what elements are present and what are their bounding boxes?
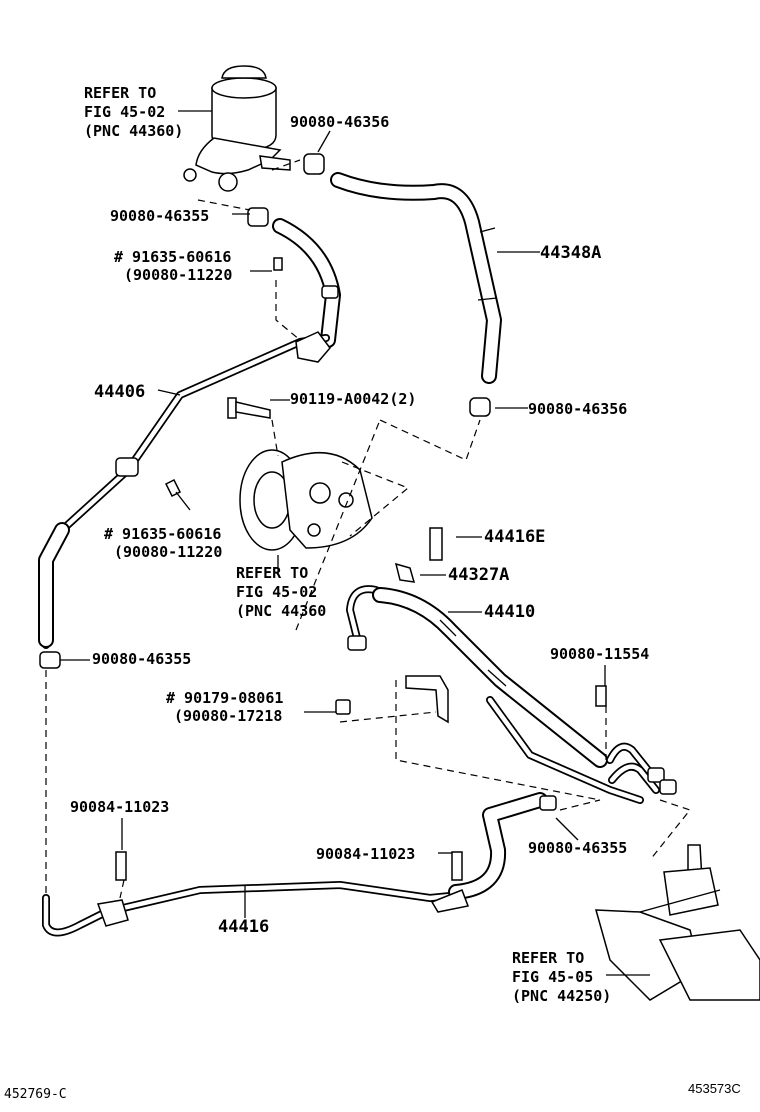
part-label-90084-11023-left: 90084-11023 [70, 798, 169, 816]
footer-diagram-id: 452769-C [4, 1087, 67, 1102]
leader-lines [45, 110, 692, 976]
part-label-90080-46355-left: 90080-46355 [92, 650, 191, 668]
part-label-44410: 44410 [484, 602, 535, 622]
clamp-icon [303, 153, 491, 417]
refer-reservoir-line1: REFER TO [84, 84, 156, 102]
part-label-90080-46355-top: 90080-46355 [110, 207, 209, 225]
part-label-44416E: 44416E [484, 527, 545, 547]
pump-icon [239, 449, 410, 551]
bolt-icon [115, 257, 607, 881]
refer-pump-line1: REFER TO [236, 564, 308, 582]
part-label-90084-11023-mid: 90084-11023 [316, 845, 415, 863]
bracket [395, 675, 601, 801]
part-label-44348A: 44348A [540, 243, 601, 263]
part-label-90080-46355-right: 90080-46355 [528, 839, 627, 857]
part-label-90080-17218: (90080-17218 [174, 707, 282, 725]
reservoir-reference: REFER TO FIG 45-02 (PNC 44360) [84, 84, 183, 140]
part-label-90080-46356-top: 90080-46356 [290, 113, 389, 131]
part-label-90179-08061: # 90179-08061 [166, 689, 283, 707]
part-label-44327A: 44327A [448, 565, 509, 585]
hose-44348A [330, 172, 502, 384]
refer-reservoir-line3: (PNC 44360) [84, 122, 183, 140]
steering-gear-icon [594, 844, 760, 1001]
hose-44410 [346, 585, 644, 804]
refer-gear-line1: REFER TO [512, 949, 584, 967]
part-label-91635-60616-b: # 91635-60616 [104, 525, 221, 543]
part-label-90080-11554: 90080-11554 [550, 645, 649, 663]
refer-gear-line3: (PNC 44250) [512, 987, 611, 1005]
reservoir-icon [183, 65, 291, 192]
part-label-90080-11220-b: (90080-11220 [114, 543, 222, 561]
part-label-44416: 44416 [218, 917, 269, 937]
pump-reference: REFER TO FIG 45-02 (PNC 44360 [236, 564, 326, 620]
gear-reference: REFER TO FIG 45-05 (PNC 44250) [512, 949, 611, 1005]
part-label-91635-60616-a: # 91635-60616 [114, 248, 231, 266]
pipe-44416 [42, 792, 557, 937]
part-label-90080-11220-a: (90080-11220 [124, 266, 232, 284]
gear-pipes [606, 742, 677, 795]
refer-pump-line2: FIG 45-02 [236, 583, 317, 601]
part-label-90080-46356-mid: 90080-46356 [528, 400, 627, 418]
part-label-44406: 44406 [94, 382, 145, 402]
footer-sheet-id: 453573C [688, 1081, 741, 1096]
nut-icon [247, 207, 351, 715]
refer-reservoir-line2: FIG 45-02 [84, 103, 165, 121]
part-label-90119-A0042: 90119-A0042(2) [290, 390, 416, 408]
pipe-44406 [38, 218, 341, 669]
refer-pump-line3: (PNC 44360 [236, 602, 326, 620]
refer-gear-line2: FIG 45-05 [512, 968, 593, 986]
